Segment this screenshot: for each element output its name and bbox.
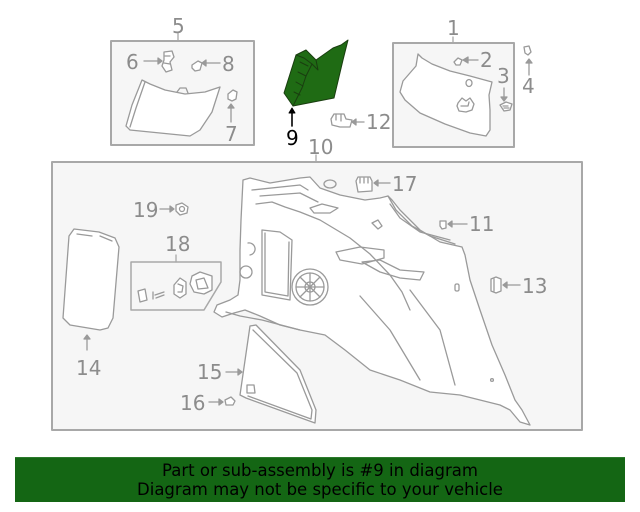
part-19-clip[interactable] (159, 202, 189, 216)
callout-9[interactable]: 9 (286, 126, 299, 150)
part-8-clip[interactable] (191, 59, 221, 72)
callout-4[interactable]: 4 (522, 74, 535, 98)
callout-16[interactable]: 16 (180, 391, 206, 415)
part-17-clip[interactable] (355, 176, 391, 193)
part-10-quarter-trim-panel[interactable] (213, 176, 531, 426)
part-16-clip[interactable] (208, 396, 236, 406)
callout-18[interactable]: 18 (165, 232, 191, 256)
part-3-clip[interactable] (499, 87, 513, 112)
callout-10[interactable]: 10 (308, 135, 334, 159)
callout-8[interactable]: 8 (222, 52, 235, 76)
part-14-cover[interactable] (62, 228, 120, 351)
part-15-triangle-panel[interactable] (225, 324, 317, 424)
part-2-clip[interactable] (453, 56, 479, 66)
callout-14[interactable]: 14 (76, 356, 102, 380)
part-7-clip[interactable] (227, 89, 238, 123)
callout-15[interactable]: 15 (197, 360, 223, 384)
part-info-banner: Part or sub-assembly is #9 in diagram Di… (15, 457, 625, 502)
callout-12[interactable]: 12 (366, 110, 392, 134)
callout-5[interactable]: 5 (172, 14, 185, 38)
part-6-clip[interactable] (143, 50, 175, 73)
callout-17[interactable]: 17 (392, 172, 418, 196)
part-13-clip[interactable] (490, 276, 521, 294)
part-18-fastener-set[interactable] (137, 271, 213, 303)
banner-part-note: Part or sub-assembly is #9 in diagram (162, 461, 478, 480)
part-1-panel[interactable] (399, 53, 493, 137)
part-4-clip[interactable] (523, 45, 533, 76)
callout-13[interactable]: 13 (522, 274, 548, 298)
part-11-clip[interactable] (439, 220, 468, 230)
callout-3[interactable]: 3 (497, 64, 510, 88)
part-12-clip[interactable] (330, 113, 365, 128)
banner-disclaimer: Diagram may not be specific to your vehi… (137, 480, 503, 499)
callout-11[interactable]: 11 (469, 212, 495, 236)
part-9-trim-highlighted[interactable] (283, 39, 349, 127)
callout-2[interactable]: 2 (480, 48, 493, 72)
callout-7[interactable]: 7 (225, 122, 238, 146)
callout-6[interactable]: 6 (126, 50, 139, 74)
callout-19[interactable]: 19 (133, 198, 159, 222)
part-5-panel[interactable] (125, 79, 221, 137)
callout-1[interactable]: 1 (447, 16, 460, 40)
